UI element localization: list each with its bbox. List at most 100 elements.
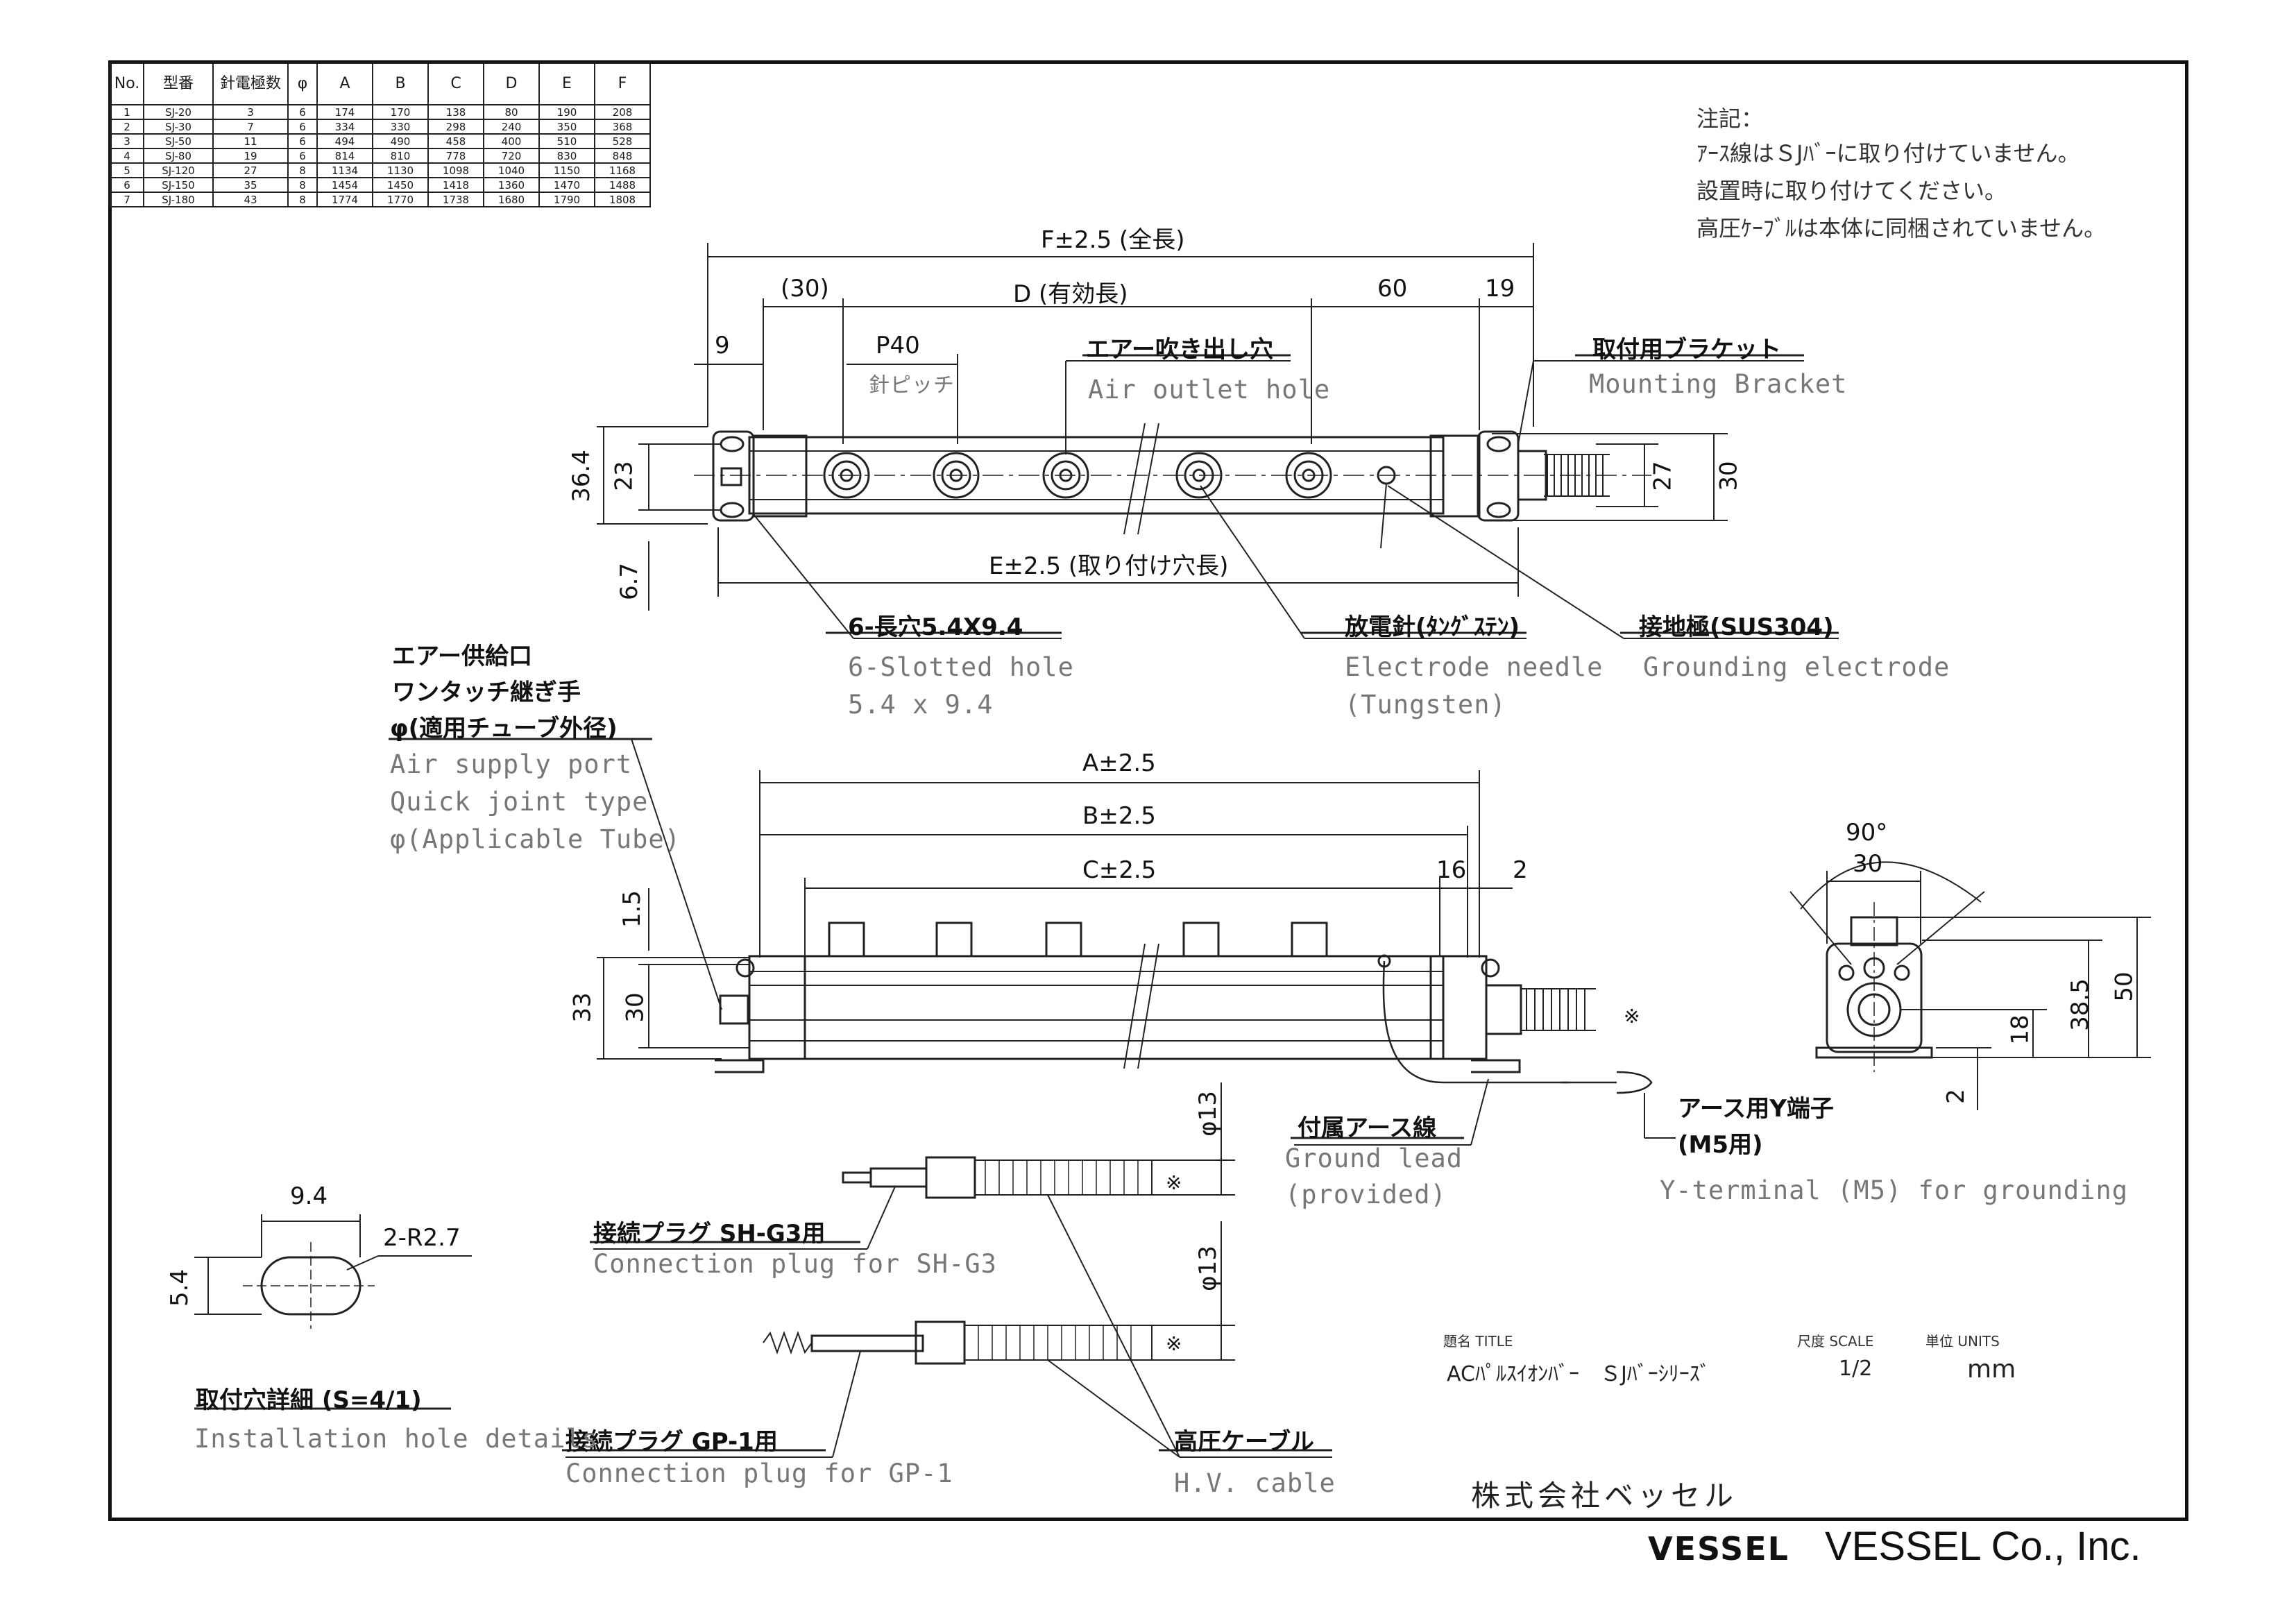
spec-table-cell: 1450 (372, 177, 429, 193)
dim-16: 16 (1436, 856, 1467, 884)
dim-9: 9 (715, 332, 730, 359)
scale-value: 1/2 (1839, 1357, 1873, 1381)
spec-table-cell: 8 (287, 177, 318, 193)
label-yterm-jp-1: アース用Y端子 (1678, 1095, 1834, 1123)
label-needle-en-1: Electrode needle (1345, 652, 1604, 682)
label-needle-en-2: (Tungsten) (1345, 690, 1506, 720)
dim-p40: P40 (876, 332, 920, 359)
col-e: E (538, 62, 595, 105)
spec-table-cell: 528 (594, 133, 651, 149)
label-supply-en-2: Quick joint type (390, 787, 649, 817)
spec-table-cell: 334 (316, 119, 373, 135)
spec-table-cell: 7 (212, 119, 289, 135)
dim-18: 18 (2006, 1014, 2034, 1045)
side-dimensions (597, 738, 1676, 1146)
drawing-frame (108, 60, 2188, 1521)
spec-table-cell: 400 (483, 133, 540, 149)
col-a: A (316, 62, 373, 105)
spec-table-cell: 3 (110, 133, 144, 149)
nozzles-side (828, 921, 1328, 958)
dim-c: C±2.5 (1082, 856, 1157, 884)
label-supply-en-1: Air supply port (390, 749, 633, 779)
spec-table-cell: 43 (212, 192, 289, 207)
spec-table-cell: 11 (212, 133, 289, 149)
plug-gp-1 (763, 1320, 1153, 1365)
col-d: D (483, 62, 540, 105)
spec-table-cell: 174 (316, 104, 373, 120)
label-slot-en-1: 6-Slotted hole (848, 652, 1074, 682)
notes-line-3: 高圧ｹｰﾌﾞﾙは本体に同梱されていません。 (1697, 215, 2107, 241)
dim-33: 33 (568, 992, 597, 1023)
company-jp: 株式会社ベッセル (1471, 1479, 1738, 1513)
spec-table-cell: 1470 (538, 177, 595, 193)
end-view (1789, 861, 2151, 1110)
spec-table-cell: 6 (287, 119, 318, 135)
spec-table-cell: 190 (538, 104, 595, 120)
dim-2-side: 2 (1513, 856, 1528, 884)
label-air-outlet-jp: エアー吹き出し穴 (1086, 336, 1273, 364)
spec-table-cell: 1 (110, 104, 144, 120)
spec-table-cell: SJ-180 (143, 192, 214, 207)
label-plug1-en: Connection plug for SH-G3 (593, 1249, 997, 1279)
air-fitting-side (719, 994, 749, 1025)
col-needles: 針電極数 (212, 62, 289, 105)
title-head: 題名 TITLE (1443, 1333, 1513, 1350)
label-needle-jp: 放電針(ﾀﾝｸﾞｽﾃﾝ) (1345, 613, 1520, 641)
spec-table-cell: 510 (538, 133, 595, 149)
spec-table-cell: 7 (110, 192, 144, 207)
dim-1-5: 1.5 (618, 890, 647, 928)
dim-b: B±2.5 (1082, 802, 1156, 830)
col-c: C (427, 62, 484, 105)
col-b: B (372, 62, 429, 105)
notes-title: 注記： (1697, 105, 1764, 132)
label-slot-en-2: 5.4 x 9.4 (848, 690, 994, 720)
spec-table-cell: 19 (212, 148, 289, 164)
dim-pitch: 針ピッチ (869, 373, 955, 398)
spec-table-cell: 6 (287, 133, 318, 149)
label-yterm-jp-2: (M5用) (1678, 1131, 1763, 1159)
units-head: 単位 UNITS (1925, 1333, 2000, 1350)
spec-table-cell: 1738 (427, 192, 484, 207)
dim-p30: (30) (781, 275, 829, 303)
label-plug1-jp: 接続プラグ SH-G3用 (593, 1220, 826, 1248)
spec-table-cell: 330 (372, 119, 429, 135)
notes-line-2: 設置時に取り付けてください。 (1697, 178, 2007, 204)
brand-name: VESSEL Co., Inc. (1825, 1524, 2141, 1569)
spec-table-cell: 1790 (538, 192, 595, 207)
end-cap-left-top (712, 430, 755, 522)
spec-table-cell: 138 (427, 104, 484, 120)
label-air-outlet-en: Air outlet hole (1088, 375, 1331, 405)
col-no: No. (110, 62, 144, 105)
end-block-right-top (1429, 434, 1481, 518)
col-f: F (594, 62, 651, 105)
spec-table-cell: 810 (372, 148, 429, 164)
dim-30-end: 30 (1853, 850, 1883, 878)
dim-2-end: 2 (1941, 1089, 1970, 1104)
spec-table-cell: 1454 (316, 177, 373, 193)
dim-5-4: 5.4 (166, 1268, 194, 1307)
spec-table-cell: 6 (287, 148, 318, 164)
spec-table-cell: 830 (538, 148, 595, 164)
label-supply-en-3: φ(Applicable Tube) (390, 824, 681, 854)
spec-table-cell: 1150 (538, 162, 595, 178)
brand-logo: VESSEL (1648, 1530, 1789, 1567)
label-hole-jp: 取付穴詳細 (S=4/1) (196, 1386, 422, 1414)
plug-sh-g3 (842, 1156, 1153, 1199)
units-value: mm (1967, 1355, 2016, 1384)
star-mark-2: ※ (1166, 1332, 1182, 1355)
spec-table-cell: 2 (110, 119, 144, 135)
spec-table-cell: 1774 (316, 192, 373, 207)
spec-table-cell: 8 (287, 192, 318, 207)
label-lead-en-2: (provided) (1285, 1180, 1447, 1209)
dim-e-mount: E±2.5 (取り付け穴長) (989, 552, 1229, 580)
spec-table-cell: 494 (316, 133, 373, 149)
spec-table-cell: 80 (483, 104, 540, 120)
dim-phi13-2: φ13 (1193, 1246, 1222, 1291)
dim-19: 19 (1485, 275, 1515, 303)
dim-60: 60 (1377, 275, 1408, 303)
spec-table-cell: 1770 (372, 192, 429, 207)
spec-table-header: No. 型番 針電極数 φ A B C D E F (110, 62, 651, 105)
